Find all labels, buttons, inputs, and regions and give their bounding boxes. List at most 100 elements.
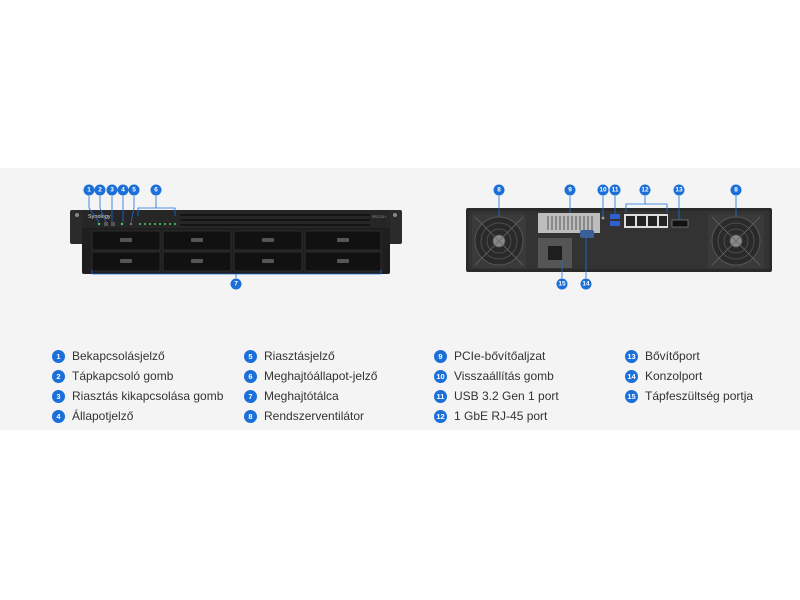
left-rack-ear <box>70 210 84 244</box>
legend-label: Bővítőport <box>645 349 700 363</box>
callout-badge <box>106 184 118 196</box>
callout-number: 8 <box>497 187 501 194</box>
callout-badge <box>609 184 621 196</box>
legend-column-4: 13 Bővítőport 14 Konzolport 15 Tápfeszültsé… <box>625 346 753 406</box>
callout-number: 6 <box>154 187 158 194</box>
console-port[interactable] <box>580 230 594 238</box>
fan-left <box>472 214 526 268</box>
expansion-port[interactable] <box>671 219 689 228</box>
legend-number-badge: 15 <box>625 389 638 403</box>
legend-number-badge: 10 <box>434 369 447 383</box>
legend-label: Meghajtóállapot-jelző <box>264 369 378 383</box>
legend-item: 13 Bővítőport <box>625 346 753 366</box>
legend-label: Tápkapcsoló gomb <box>72 369 174 383</box>
callout-badge <box>580 278 592 290</box>
legend-label: Riasztás kikapcsolása gomb <box>72 389 224 403</box>
callout-number: 3 <box>110 187 114 194</box>
fan-right <box>708 214 764 268</box>
drive-trays <box>91 230 382 272</box>
legend-number-badge: 4 <box>52 409 65 423</box>
callout-badge <box>673 184 685 196</box>
front-model: RS1221+ <box>372 215 387 219</box>
callout-number: 14 <box>582 281 590 288</box>
callout-number: 10 <box>599 187 607 194</box>
power-button[interactable] <box>104 222 108 226</box>
callout-number: 5 <box>132 187 136 194</box>
callout-number: 4 <box>121 187 125 194</box>
legend-number-badge: 5 <box>244 349 257 363</box>
legend-number-badge: 2 <box>52 369 65 383</box>
legend-item: 12 1 GbE RJ-45 port <box>434 406 559 426</box>
power-led <box>97 222 101 226</box>
legend-item: 4 Állapotjelző <box>52 406 223 426</box>
callout-badge <box>83 184 95 196</box>
callout-badge <box>94 184 106 196</box>
callout-badge <box>730 184 742 196</box>
legend-item: 3 Riasztás kikapcsolása gomb <box>52 386 223 406</box>
legend-item: 2 Tápkapcsoló gomb <box>52 366 223 386</box>
legend-item: 11 USB 3.2 Gen 1 port <box>434 386 559 406</box>
nas-diagram: Synology RS1221+ <box>70 184 772 290</box>
legend-number-badge: 13 <box>625 349 638 363</box>
front-callouts: 1 2 3 4 5 6 7 <box>83 184 242 290</box>
callout-number: 7 <box>234 281 238 288</box>
legend-label: Riasztásjelző <box>264 349 335 363</box>
legend-label: 1 GbE RJ-45 port <box>454 409 548 423</box>
legend-number-badge: 3 <box>52 389 65 403</box>
usb-port-1[interactable] <box>610 214 620 219</box>
legend-item: 10 Visszaállítás gomb <box>434 366 559 386</box>
legend-item: 9 PCIe-bővítőaljzat <box>434 346 559 366</box>
legend-label: Rendszerventilátor <box>264 409 365 423</box>
legend-number-badge: 11 <box>434 389 447 403</box>
legend-label: Konzolport <box>645 369 703 383</box>
callout-number: 11 <box>612 187 619 194</box>
legend-number-badge: 9 <box>434 349 447 363</box>
legend-item: 5 Riasztásjelző <box>244 346 377 366</box>
rear-callouts: 8 9 10 11 12 13 8 14 15 <box>493 184 742 290</box>
legend-number-badge: 7 <box>244 389 257 403</box>
front-brand: Synology <box>88 214 111 220</box>
legend-label: Bekapcsolásjelző <box>72 349 165 363</box>
front-view: Synology RS1221+ <box>70 184 402 290</box>
rear-view: 8 9 10 11 12 13 8 14 15 <box>466 184 772 290</box>
callout-badge <box>150 184 162 196</box>
callout-badge <box>639 184 651 196</box>
callout-number: 13 <box>675 187 683 194</box>
legend-number-badge: 8 <box>244 409 257 423</box>
legend-item: 14 Konzolport <box>625 366 753 386</box>
callout-number: 8 <box>734 187 738 194</box>
callout-badge <box>564 184 576 196</box>
reset-button[interactable] <box>601 216 605 220</box>
legend-label: Állapotjelző <box>72 409 134 423</box>
legend-label: Visszaállítás gomb <box>454 369 554 383</box>
right-rack-ear <box>388 210 402 244</box>
callout-badge <box>493 184 505 196</box>
legend-label: PCIe-bővítőaljzat <box>454 349 546 363</box>
callout-number: 9 <box>568 187 572 194</box>
callout-badge <box>117 184 129 196</box>
legend-label: Meghajtótálca <box>264 389 339 403</box>
callout-badge <box>597 184 609 196</box>
legend-label: USB 3.2 Gen 1 port <box>454 389 559 403</box>
callout-number: 12 <box>641 187 649 194</box>
callout-number: 1 <box>87 187 91 194</box>
callout-badge <box>128 184 140 196</box>
usb-port-2[interactable] <box>610 221 620 226</box>
legend-item: 8 Rendszerventilátor <box>244 406 377 426</box>
callout-number: 15 <box>558 281 566 288</box>
legend-number-badge: 14 <box>625 369 638 383</box>
status-led <box>120 222 124 226</box>
legend-number-badge: 6 <box>244 369 257 383</box>
legend-number-badge: 12 <box>434 409 447 423</box>
beep-off-button[interactable] <box>111 222 115 226</box>
callout-badge <box>230 278 242 290</box>
legend-item: 15 Tápfeszültség portja <box>625 386 753 406</box>
legend-item: 6 Meghajtóállapot-jelző <box>244 366 377 386</box>
legend-item: 7 Meghajtótálca <box>244 386 377 406</box>
legend-label: Tápfeszültség portja <box>645 389 754 403</box>
rj45-ports <box>624 214 668 228</box>
